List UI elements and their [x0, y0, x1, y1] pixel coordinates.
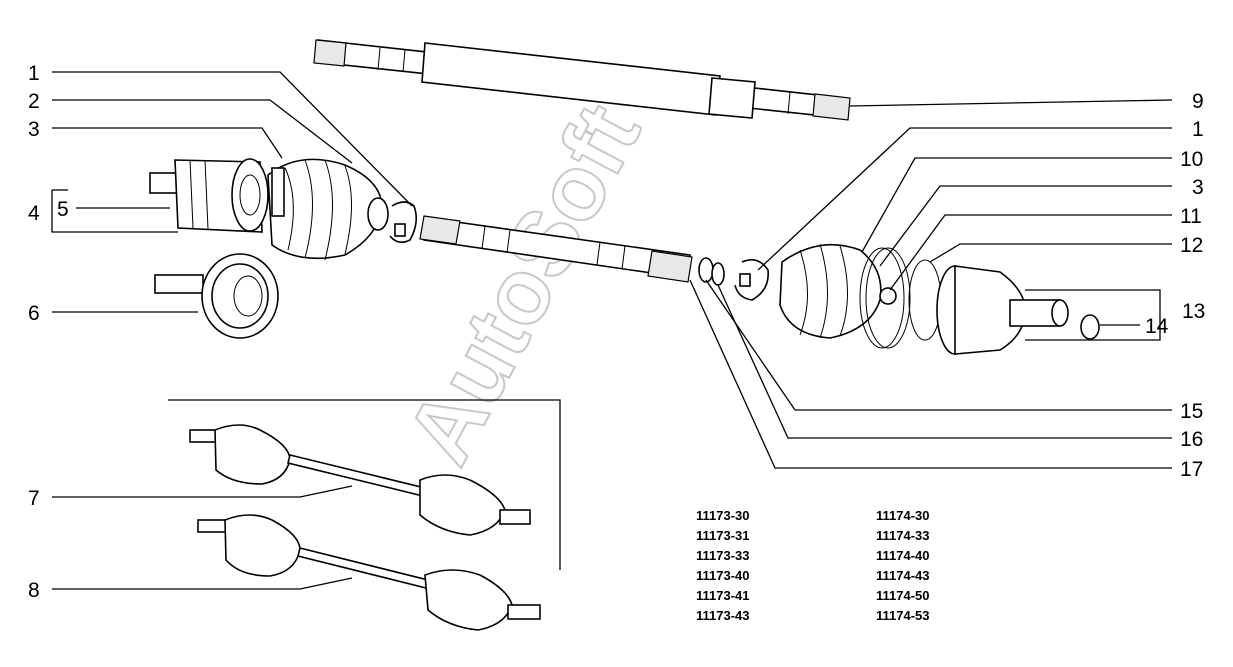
callout-6: 6	[28, 302, 40, 325]
autosoft-watermark: AutoSoft	[388, 89, 660, 480]
part-number: 11173-30	[696, 508, 750, 523]
callout-1-right: 1	[1192, 118, 1204, 141]
callout-17: 17	[1180, 458, 1203, 481]
part-number: 11174-53	[876, 608, 930, 623]
callout-3-left: 3	[28, 118, 40, 141]
drive-shaft	[419, 215, 693, 283]
part-number: 11174-40	[876, 548, 930, 563]
long-intermediate-shaft	[313, 39, 851, 121]
callout-11: 11	[1180, 205, 1202, 228]
part-number: 11174-33	[876, 528, 930, 543]
boot-clamp-small-left	[389, 201, 418, 244]
part-number: 11173-40	[696, 568, 750, 583]
inner-boot	[779, 243, 882, 339]
outer-cv-joint-assembly	[149, 158, 269, 233]
part-number: 11173-41	[696, 588, 750, 603]
callout-3-right: 3	[1192, 176, 1204, 199]
boot-clamp-large-right	[859, 247, 911, 349]
complete-drive-shaft-upper	[189, 424, 531, 536]
leader-lines	[51, 71, 1173, 590]
o-ring	[908, 259, 942, 341]
callout-15: 15	[1180, 400, 1203, 423]
inner-joint-housing	[936, 265, 1069, 355]
callout-12: 12	[1180, 234, 1203, 257]
outer-boot	[267, 158, 389, 261]
part-number: 11174-43	[876, 568, 930, 583]
callout-7: 7	[28, 487, 40, 510]
callout-13: 13	[1182, 300, 1205, 323]
complete-drive-shaft-lower	[197, 514, 541, 631]
callout-1-left: 1	[28, 62, 40, 85]
outer-joint-with-abs-ring	[154, 253, 279, 339]
part-number: 11173-31	[696, 528, 750, 543]
callout-16: 16	[1180, 428, 1203, 451]
boot-clamp-large-left	[271, 167, 285, 217]
tripod-spider	[879, 287, 897, 305]
boot-clamp-small-right	[734, 259, 769, 301]
callout-2: 2	[28, 90, 40, 113]
callout-5: 5	[57, 198, 69, 221]
part-number: 11174-50	[876, 588, 930, 603]
part-numbers-right-column: 11174-30 11174-33 11174-40 11174-43 1117…	[876, 508, 930, 623]
callout-8: 8	[28, 579, 40, 602]
callout-9: 9	[1192, 90, 1204, 113]
part-number: 11173-33	[696, 548, 750, 563]
part-number: 11174-30	[876, 508, 930, 523]
callout-10: 10	[1180, 148, 1203, 171]
part-number: 11173-43	[696, 608, 750, 623]
callout-14: 14	[1145, 315, 1169, 338]
circlip	[1080, 314, 1100, 340]
callout-4: 4	[28, 202, 40, 225]
assembly-bracket	[168, 399, 561, 570]
part-numbers-left-column: 11173-30 11173-31 11173-33 11173-40 1117…	[696, 508, 750, 623]
snap-rings-group	[698, 257, 725, 286]
